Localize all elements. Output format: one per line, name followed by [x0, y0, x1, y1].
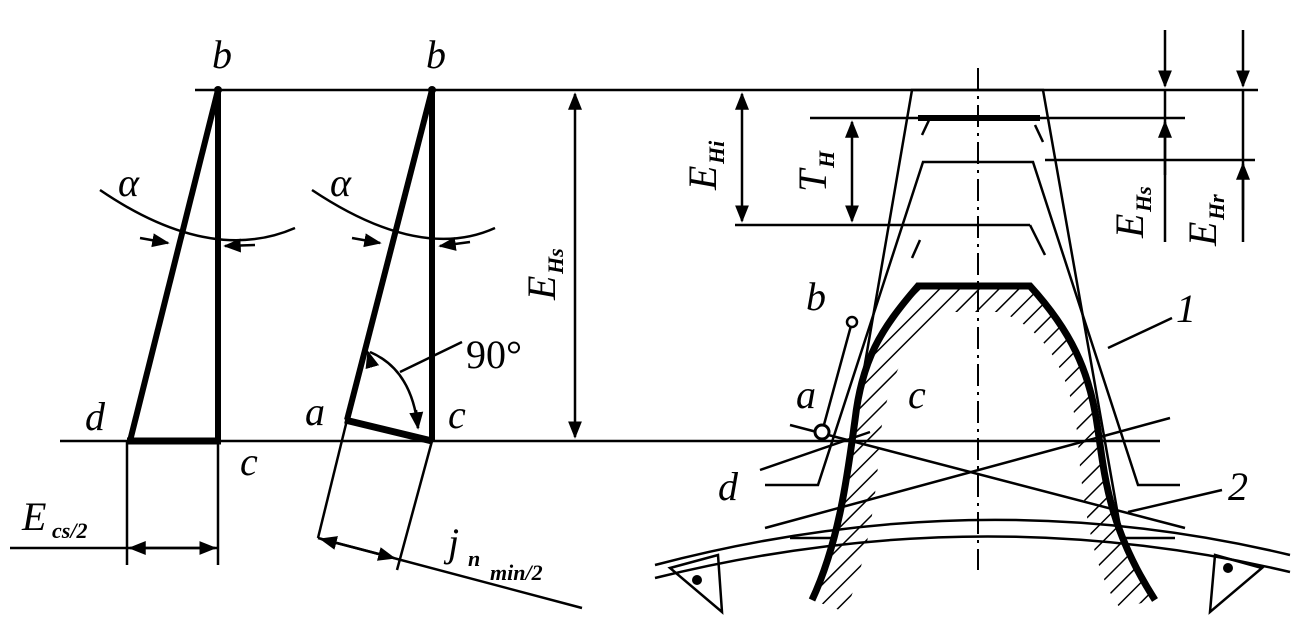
- tooth-point-d: d: [718, 464, 739, 509]
- left-vertex-b: b: [212, 32, 232, 77]
- jn-label-sub: min/2: [490, 560, 543, 585]
- left-angle-alpha: α: [118, 160, 140, 205]
- middle-vertex-b: b: [426, 32, 446, 77]
- ehs-label-sub: Hs: [543, 248, 568, 275]
- ehr-label: E: [1180, 222, 1225, 247]
- middle-vertex-c: c: [448, 392, 466, 437]
- tooth-point-c: c: [908, 372, 926, 417]
- middle-vertex-a: a: [305, 389, 325, 434]
- tooth-point-b: b: [806, 274, 826, 319]
- ehs-label: E: [519, 276, 564, 301]
- ehs-right-label: E: [1107, 214, 1152, 239]
- right-angle-label: 90°: [466, 332, 522, 377]
- callout-1: 1: [1176, 286, 1196, 331]
- callout-2: 2: [1228, 464, 1248, 509]
- ehr-label-sub: Hr: [1204, 194, 1229, 221]
- left-triangle: [10, 86, 296, 565]
- th-label-sub: H: [814, 150, 839, 169]
- left-vertex-c: c: [240, 439, 258, 484]
- ehs-right-label-sub: Hs: [1131, 186, 1156, 213]
- middle-triangle: [311, 86, 583, 610]
- tooth-point-a: a: [796, 372, 816, 417]
- jn-label: j: [443, 520, 459, 565]
- ecs-label: E: [21, 494, 46, 539]
- ehi-label-sub: Hi: [704, 140, 729, 165]
- tooth-profile: [654, 30, 1291, 615]
- left-vertex-d: d: [85, 394, 106, 439]
- jn-label-sub-n: n: [468, 546, 480, 571]
- ecs-label-sub: cs/2: [52, 518, 87, 543]
- middle-angle-alpha: α: [330, 160, 352, 205]
- ehi-label: E: [680, 166, 725, 191]
- th-label: T: [790, 167, 835, 192]
